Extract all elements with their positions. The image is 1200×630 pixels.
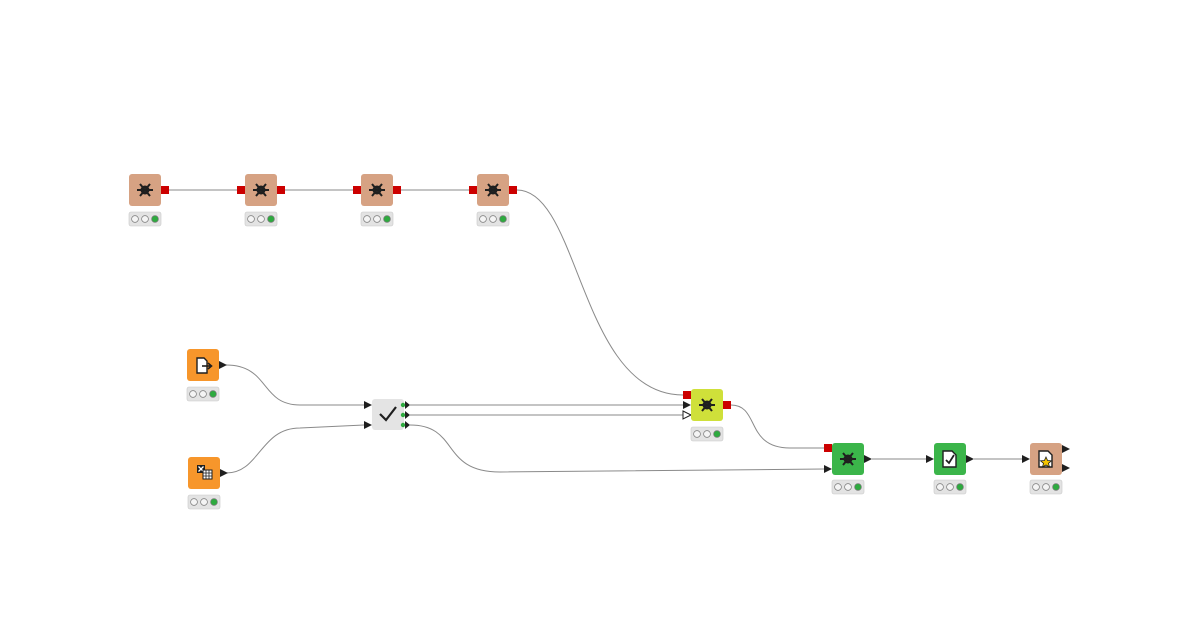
- report-star-icon: [1038, 450, 1053, 468]
- out-ports: [400, 401, 410, 429]
- out-port-data[interactable]: [405, 411, 410, 419]
- gear-network-icon: [485, 183, 501, 197]
- node-n7-metanode[interactable]: [364, 399, 410, 430]
- in-port-model[interactable]: [469, 186, 477, 194]
- node-n1[interactable]: [128, 174, 169, 227]
- status-lights: [187, 494, 221, 510]
- out-port-data[interactable]: [864, 455, 872, 463]
- out-port-data[interactable]: [966, 455, 974, 463]
- in-port-data[interactable]: [824, 465, 832, 473]
- node-n9[interactable]: [824, 443, 872, 495]
- in-port-data[interactable]: [926, 455, 934, 463]
- out-port-model[interactable]: [509, 186, 517, 194]
- in-port-model[interactable]: [824, 444, 832, 452]
- status-lights: [186, 386, 220, 402]
- checkmark-icon: [379, 406, 397, 422]
- status-lights: [244, 211, 278, 227]
- in-port-data[interactable]: [364, 421, 372, 429]
- out-port-data[interactable]: [220, 469, 228, 477]
- out-port-model[interactable]: [723, 401, 731, 409]
- out-port-model[interactable]: [161, 186, 169, 194]
- out-port-model[interactable]: [277, 186, 285, 194]
- file-reader-icon: [196, 357, 213, 374]
- gear-network-icon: [699, 398, 715, 412]
- node-n6[interactable]: [187, 457, 228, 510]
- out-port-data[interactable]: [219, 361, 227, 369]
- scorer-doc-icon: [942, 450, 957, 468]
- in-port-data[interactable]: [364, 401, 372, 409]
- in-port-data[interactable]: [683, 401, 691, 409]
- gear-network-icon: [137, 183, 153, 197]
- connection-n8-n9[interactable]: [730, 404, 824, 449]
- status-lights: [1029, 479, 1063, 495]
- connections: [169, 189, 1022, 474]
- table-creator-icon: [197, 465, 213, 480]
- node-n5[interactable]: [186, 349, 227, 402]
- node-n8[interactable]: [682, 389, 731, 442]
- connection-n4-n8[interactable]: [516, 189, 684, 396]
- connection-n6-n7[interactable]: [225, 424, 365, 474]
- status-lights: [360, 211, 394, 227]
- status-lights: [933, 479, 967, 495]
- status-lights: [476, 211, 510, 227]
- in-port-data[interactable]: [1022, 455, 1030, 463]
- gear-network-icon: [369, 183, 385, 197]
- out-port-data[interactable]: [1062, 445, 1070, 453]
- status-lights: [128, 211, 162, 227]
- in-port-model[interactable]: [683, 391, 691, 399]
- node-n2[interactable]: [237, 174, 285, 227]
- out-port-data[interactable]: [1062, 464, 1070, 472]
- connection-n7-n9[interactable]: [409, 424, 825, 473]
- node-n11[interactable]: [1022, 443, 1070, 495]
- node-body[interactable]: [372, 399, 404, 430]
- status-lights: [831, 479, 865, 495]
- out-port-data[interactable]: [405, 421, 410, 429]
- node-n3[interactable]: [353, 174, 401, 227]
- out-port-model[interactable]: [393, 186, 401, 194]
- node-n4[interactable]: [469, 174, 517, 227]
- out-port-data[interactable]: [405, 401, 410, 409]
- gear-network-icon: [253, 183, 269, 197]
- gear-network-icon: [840, 452, 856, 466]
- in-port-model[interactable]: [237, 186, 245, 194]
- in-port-data-optional[interactable]: [682, 410, 693, 420]
- in-port-model[interactable]: [353, 186, 361, 194]
- status-lights: [690, 426, 724, 442]
- connection-n5-n7[interactable]: [225, 364, 364, 406]
- node-n10[interactable]: [926, 443, 974, 495]
